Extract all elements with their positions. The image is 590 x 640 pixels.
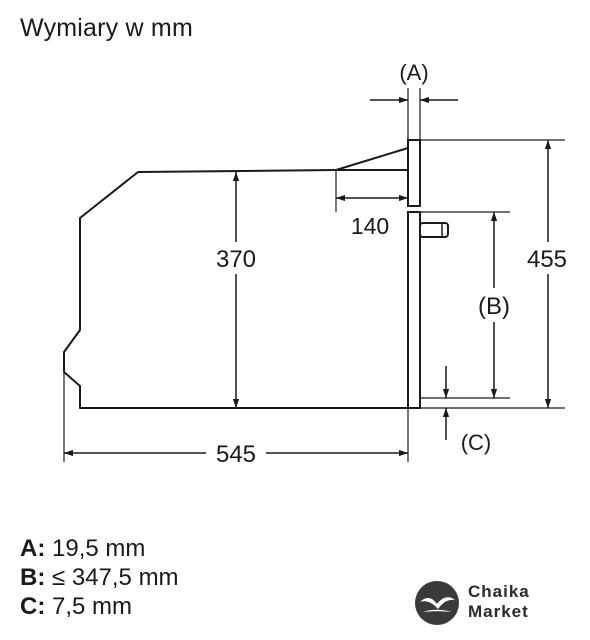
- legend-key-b: B:: [20, 564, 46, 591]
- front-panel-lower: [407, 211, 421, 409]
- page-title: Wymiary w mm: [20, 14, 193, 42]
- control-knob: [419, 222, 449, 238]
- legend-value-c: 7,5 mm: [52, 593, 133, 620]
- label-140: 140: [351, 213, 389, 239]
- chaika-market-logo: Chaika Market: [414, 578, 554, 628]
- legend-row-b: B: ≤ 347,5 mm: [20, 563, 179, 592]
- oven-body-outline: [63, 169, 408, 409]
- logo-text: Chaika Market: [468, 582, 530, 622]
- legend-row-c: C: 7,5 mm: [20, 592, 179, 621]
- front-panel-upper: [407, 139, 421, 207]
- legend-row-a: A: 19,5 mm: [20, 534, 179, 563]
- label-c: (C): [461, 430, 492, 455]
- label-370: 370: [216, 246, 256, 273]
- legend-key-a: A:: [20, 535, 46, 562]
- legend-key-c: C:: [20, 593, 46, 620]
- dimension-legend: A: 19,5 mm B: ≤ 347,5 mm C: 7,5 mm: [20, 534, 179, 621]
- logo-line-1: Chaika: [468, 582, 530, 601]
- label-b: (B): [478, 293, 510, 320]
- oven-top-slope: [335, 147, 409, 171]
- legend-value-a: 19,5 mm: [52, 535, 146, 562]
- logo-line-2: Market: [468, 602, 529, 621]
- label-545: 545: [216, 441, 256, 468]
- legend-value-b: ≤ 347,5 mm: [52, 564, 179, 591]
- label-455: 455: [527, 246, 567, 273]
- label-a: (A): [399, 60, 428, 85]
- seagull-logo-icon: [415, 581, 459, 625]
